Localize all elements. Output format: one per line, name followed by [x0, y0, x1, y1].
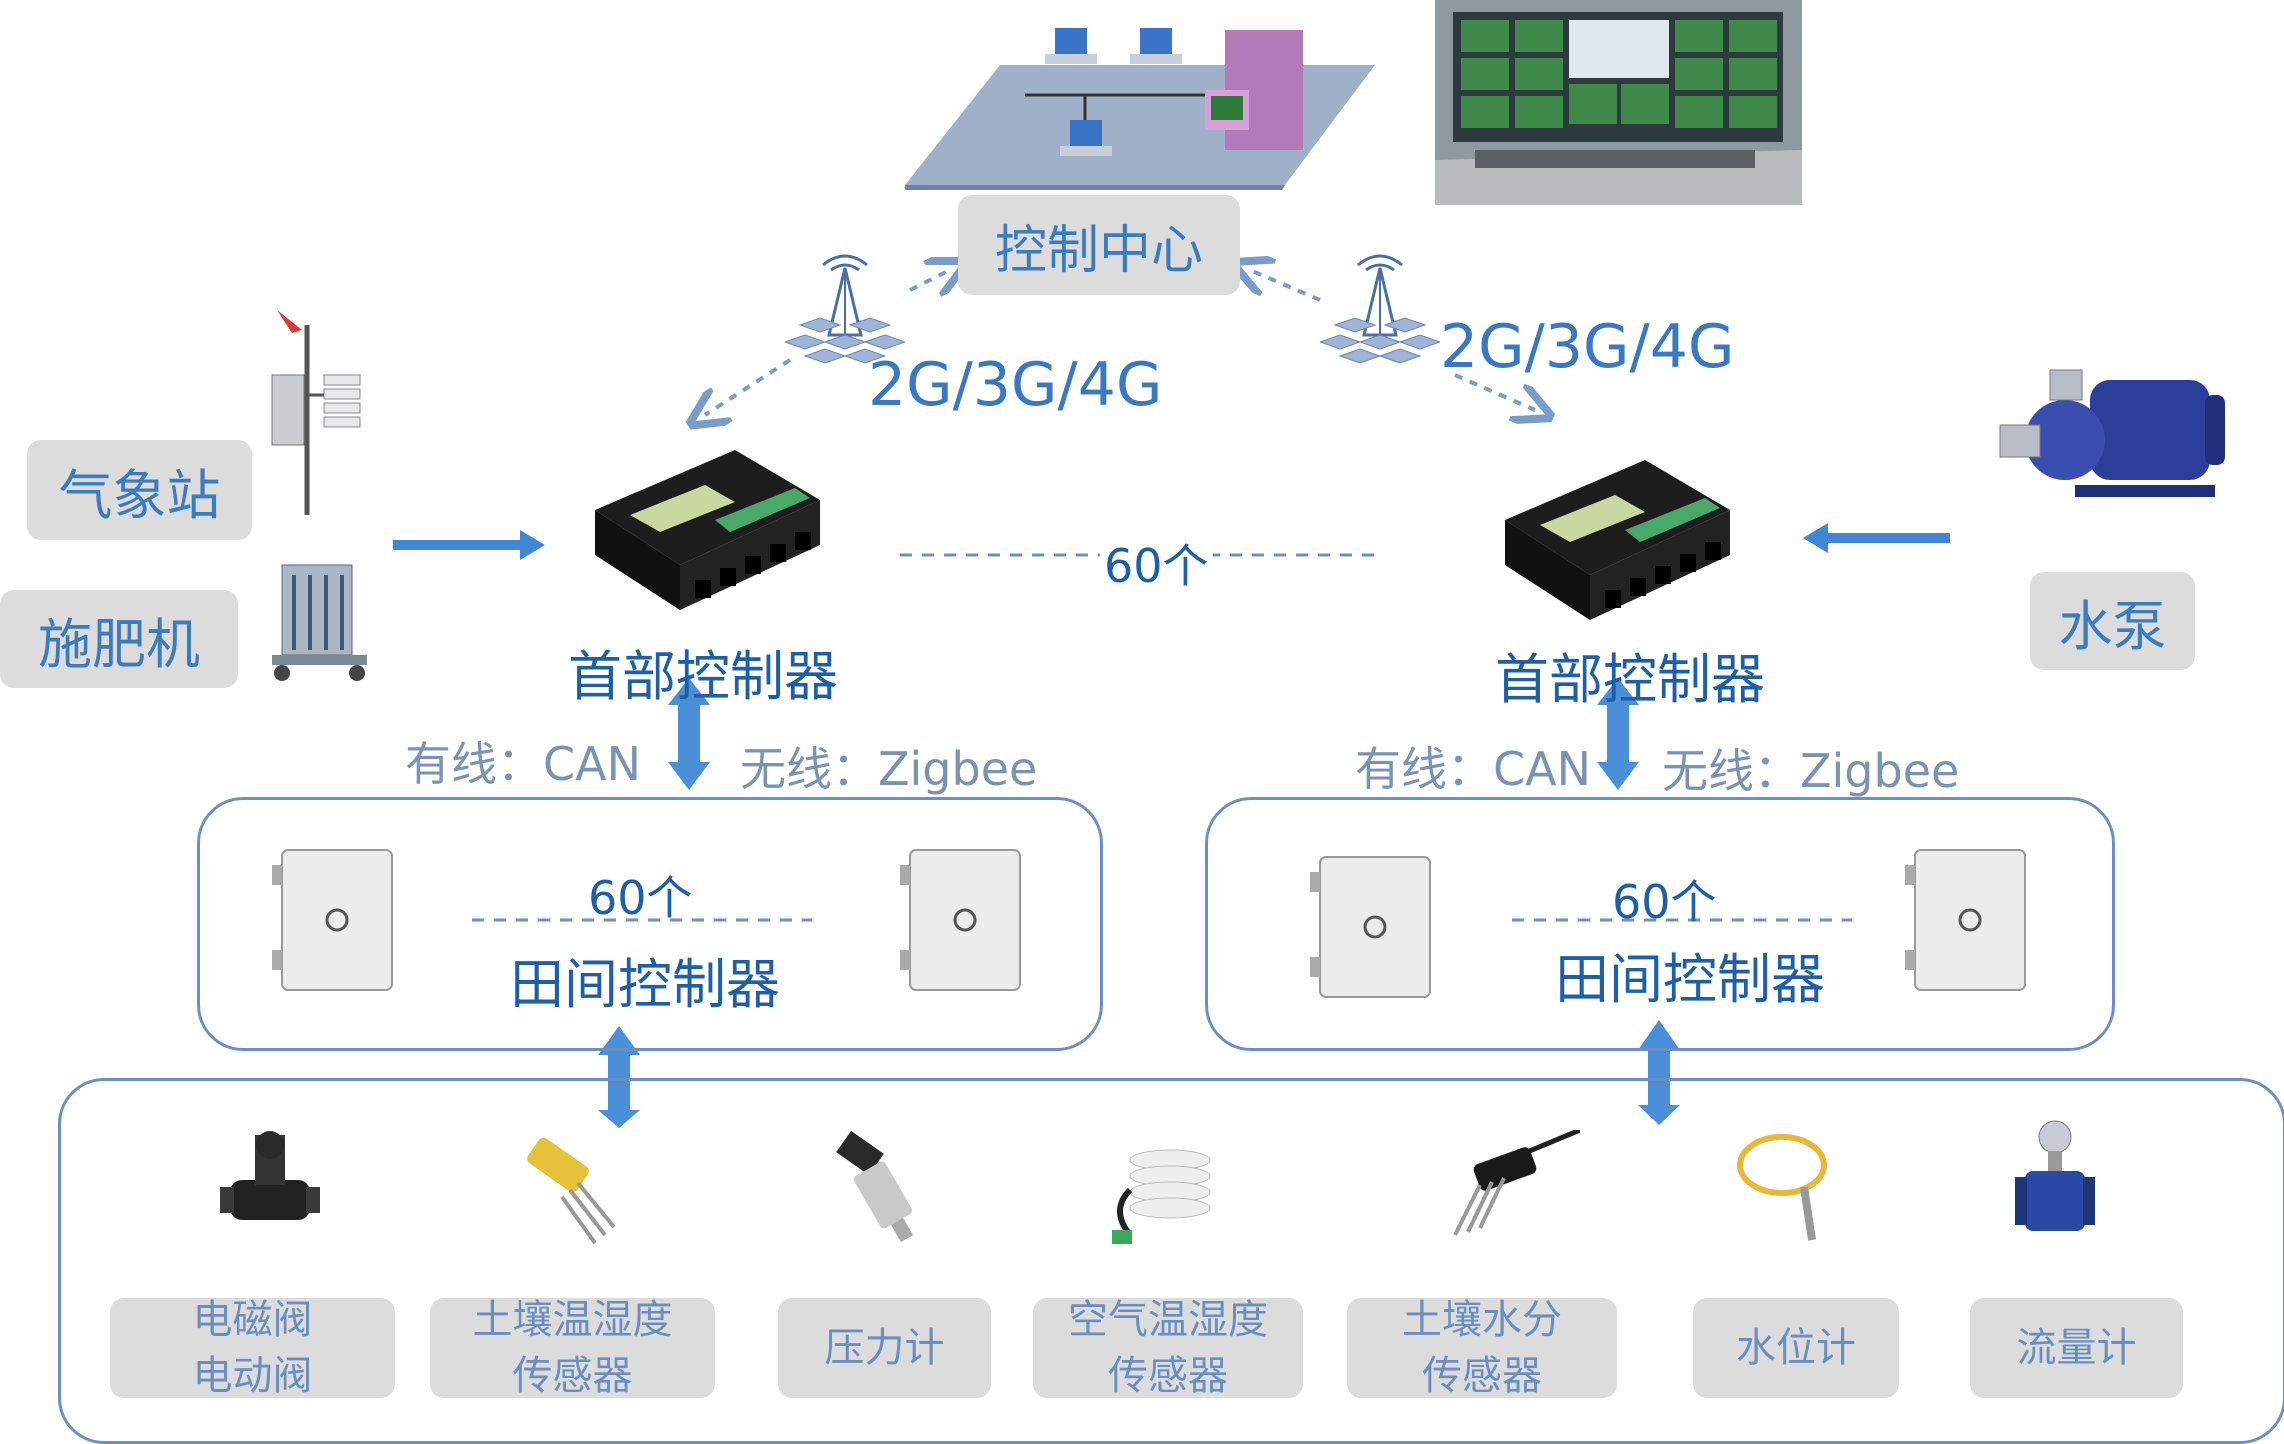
input-weather-station: 气象站	[27, 440, 252, 540]
solenoid-valve-icon	[220, 1125, 320, 1235]
comm-left-wired: 有线：CAN	[405, 737, 641, 791]
field-controller-box-1	[272, 845, 402, 995]
field-controller-box-2	[900, 845, 1030, 995]
field-right-label: 田间控制器	[1555, 948, 1825, 1011]
pressure-gauge-icon	[830, 1130, 930, 1250]
left-tower-icon	[783, 250, 907, 365]
head-controller-left-device	[585, 440, 825, 620]
field-controller-box-4	[1905, 845, 2035, 995]
device-soil-temp-humidity: 土壤温湿度 传感器	[430, 1297, 715, 1399]
input-water-pump: 水泵	[2030, 572, 2195, 670]
input-fertilizer-machine-label: 施肥机	[38, 612, 200, 676]
device-solenoid-valve: 电磁阀 电动阀	[110, 1297, 395, 1399]
field-controller-box-3	[1310, 852, 1440, 1002]
device-soil-moisture: 土壤水分 传感器	[1347, 1297, 1617, 1399]
comm-left-wireless: 无线：Zigbee	[740, 742, 1038, 796]
head-controller-left-label: 首部控制器	[568, 645, 838, 708]
right-tower-icon	[1318, 250, 1442, 365]
double-arrow-right-head	[1597, 678, 1639, 790]
soil-moisture-sensor-icon	[1430, 1127, 1581, 1240]
soil-temp-humidity-sensor-icon	[510, 1135, 620, 1255]
link-left-tower-controller	[705, 358, 792, 415]
control-center-label: 控制中心	[994, 220, 1203, 281]
arrow-inputs-right	[1803, 523, 1950, 553]
field-left-count: 60个	[588, 871, 693, 925]
device-water-level-meter: 水位计	[1693, 1298, 1899, 1398]
head-controllers-count: 60个	[1100, 530, 1213, 596]
device-soil-temp-humidity-line2: 传感器	[512, 1353, 633, 1399]
double-arrow-left-field	[598, 1026, 640, 1128]
comm-right-wired: 有线：CAN	[1355, 742, 1591, 796]
device-pressure-gauge: 压力计	[778, 1298, 991, 1398]
head-controller-right-label: 首部控制器	[1495, 648, 1765, 711]
input-water-pump-label: 水泵	[2058, 594, 2167, 658]
weather-station-illustration	[262, 305, 382, 515]
fertilizer-machine-illustration	[262, 555, 377, 685]
device-solenoid-valve-line2: 电动阀	[192, 1353, 313, 1399]
device-air-temp-humidity: 空气温湿度 传感器	[1033, 1297, 1303, 1399]
network-computers-illustration	[905, 20, 1375, 192]
input-weather-station-label: 气象站	[58, 463, 221, 527]
comm-right-wireless: 无线：Zigbee	[1662, 744, 1960, 798]
device-soil-temp-humidity-line1: 土壤温湿度	[472, 1297, 673, 1343]
network-label-left: 2G/3G/4G	[868, 350, 1163, 420]
device-air-temp-humidity-line1: 空气温湿度	[1068, 1297, 1268, 1343]
water-pump-illustration	[1995, 365, 2235, 510]
arrow-inputs-left	[393, 530, 545, 560]
monitoring-room-photo	[1435, 0, 1802, 205]
link-right-tower-center	[1250, 270, 1321, 302]
network-label-right: 2G/3G/4G	[1440, 312, 1735, 382]
input-fertilizer-machine: 施肥机	[0, 590, 238, 688]
device-soil-moisture-line1: 土壤水分	[1402, 1297, 1562, 1343]
water-level-meter-icon	[1732, 1125, 1842, 1245]
device-air-temp-humidity-line2: 传感器	[1108, 1353, 1228, 1399]
link-left-tower-center	[909, 270, 950, 290]
field-group-right	[1205, 797, 2115, 1051]
control-center-box: 控制中心	[958, 195, 1240, 295]
field-left-label: 田间控制器	[510, 953, 780, 1016]
device-flow-meter: 流量计	[1970, 1298, 2183, 1398]
device-solenoid-valve-line1: 电磁阀	[192, 1297, 313, 1343]
flow-meter-icon	[2010, 1115, 2100, 1250]
field-group-left	[197, 797, 1103, 1051]
device-water-level-meter-line1: 水位计	[1736, 1325, 1856, 1371]
device-soil-moisture-line2: 传感器	[1422, 1353, 1542, 1399]
device-pressure-gauge-line1: 压力计	[824, 1325, 945, 1371]
double-arrow-left-head	[668, 678, 710, 790]
air-temp-humidity-sensor-icon	[1100, 1140, 1220, 1250]
field-right-count: 60个	[1612, 875, 1717, 929]
device-flow-meter-line1: 流量计	[2016, 1325, 2137, 1371]
head-controller-right-device	[1495, 450, 1735, 630]
